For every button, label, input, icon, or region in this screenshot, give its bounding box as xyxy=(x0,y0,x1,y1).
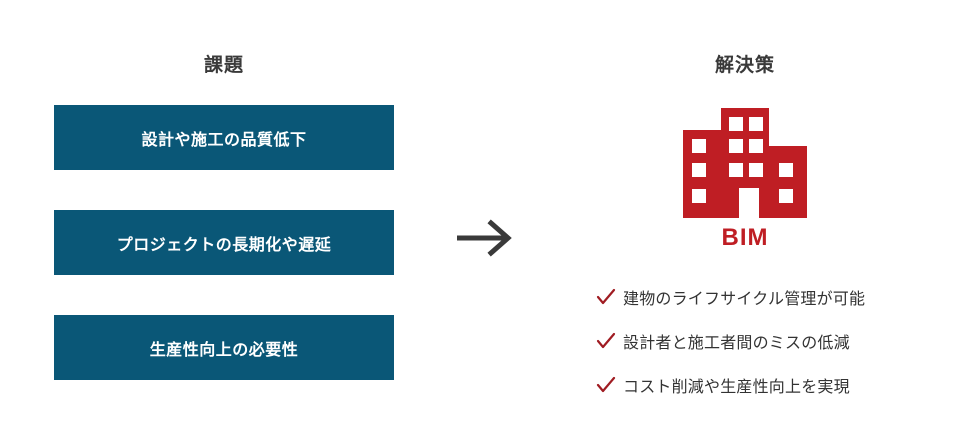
check-icon xyxy=(596,375,616,395)
benefit-text: コスト削減や生産性向上を実現 xyxy=(623,379,850,396)
benefit-text: 建物のライフサイクル管理が可能 xyxy=(623,291,866,308)
problem-column-heading: 課題 xyxy=(203,55,244,76)
problem-box: 設計や施工の品質低下 xyxy=(54,105,394,170)
problem-box-label: プロジェクトの長期化や遅延 xyxy=(116,236,332,254)
problem-box: プロジェクトの長期化や遅延 xyxy=(54,210,394,275)
building-icon xyxy=(683,108,807,218)
benefit-text: 設計者と施工者間のミスの低減 xyxy=(623,335,850,352)
problem-box-label: 設計や施工の品質低下 xyxy=(141,131,307,149)
solution-column-heading: 解決策 xyxy=(714,55,775,76)
arrow-right-icon xyxy=(455,218,517,258)
check-icon xyxy=(596,287,616,307)
benefit-item: コスト削減や生産性向上を実現 xyxy=(596,363,926,407)
benefit-item: 建物のライフサイクル管理が可能 xyxy=(596,275,926,319)
check-icon xyxy=(596,331,616,351)
benefit-list: 建物のライフサイクル管理が可能 設計者と施工者間のミスの低減 コスト削減や生産性… xyxy=(596,275,926,407)
problem-box: 生産性向上の必要性 xyxy=(54,315,394,380)
benefit-item: 設計者と施工者間のミスの低減 xyxy=(596,319,926,363)
problem-box-label: 生産性向上の必要性 xyxy=(149,341,299,359)
bim-label: BIM xyxy=(721,224,769,251)
